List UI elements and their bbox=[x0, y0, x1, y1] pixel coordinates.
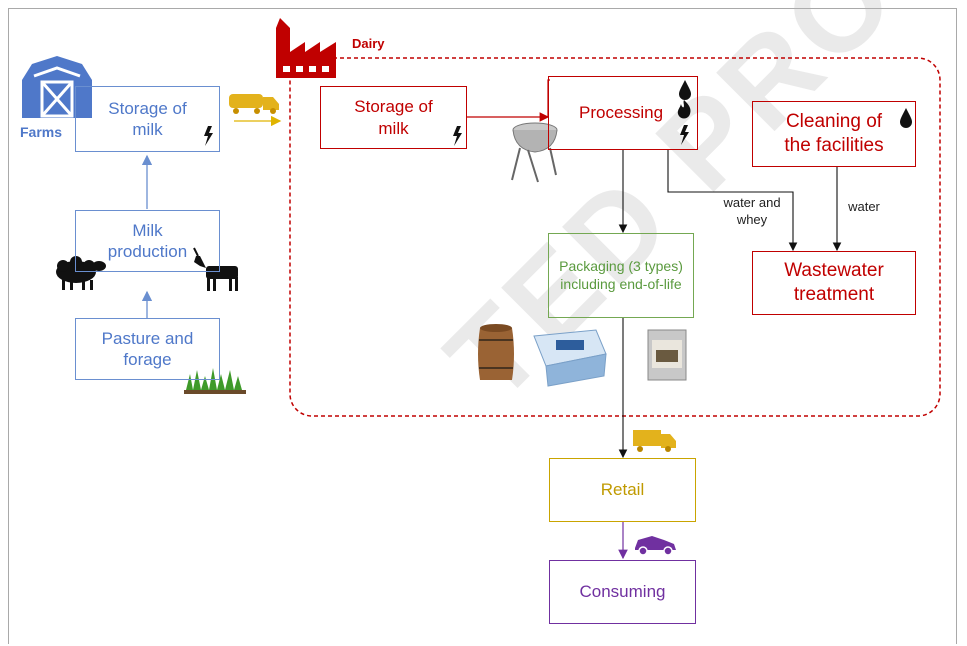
farm-storage-text: Storage of milk bbox=[108, 98, 187, 139]
processing-node: Processing bbox=[548, 76, 698, 150]
goat-icon bbox=[193, 247, 238, 291]
cleaning-node: Cleaning of the facilities bbox=[752, 101, 916, 167]
drop-icon bbox=[900, 108, 912, 128]
truck-icon bbox=[229, 94, 279, 114]
lightning-icon bbox=[204, 126, 213, 146]
dairy-storage-of-milk-node: Storage of milk bbox=[320, 86, 467, 149]
farm-storage-of-milk-node: Storage of milk bbox=[75, 86, 220, 152]
barn-icon bbox=[22, 56, 92, 118]
dairy-boundary bbox=[289, 57, 941, 417]
milk-production-text: Milk production bbox=[107, 220, 188, 261]
water-and-whey-label: water and whey bbox=[723, 195, 781, 227]
flame-icon bbox=[677, 100, 691, 119]
milk-production-node: Milk production bbox=[75, 210, 220, 272]
lightning-icon bbox=[453, 126, 462, 146]
retail-node: Retail bbox=[549, 458, 696, 522]
drop-icon bbox=[679, 80, 691, 100]
wastewater-node: Wastewater treatment bbox=[752, 251, 916, 315]
retail-text: Retail bbox=[600, 480, 645, 500]
consuming-text: Consuming bbox=[579, 582, 666, 602]
car-icon bbox=[635, 536, 676, 556]
lightning-icon bbox=[680, 125, 689, 145]
dairy-storage-text: Storage of milk bbox=[354, 97, 433, 138]
consuming-node: Consuming bbox=[549, 560, 696, 624]
packaging-text: Packaging (3 types) including end-of-lif… bbox=[559, 258, 683, 292]
vat-icon bbox=[511, 122, 558, 183]
dairy-label: Dairy bbox=[352, 36, 385, 51]
packaging-node: Packaging (3 types) including end-of-lif… bbox=[548, 233, 694, 318]
water-label: water bbox=[848, 199, 880, 214]
processing-text: Processing bbox=[579, 103, 664, 123]
cleaning-text: Cleaning of the facilities bbox=[784, 111, 884, 156]
truck-icon bbox=[633, 430, 676, 452]
sheep-icon bbox=[56, 256, 106, 290]
pasture-text: Pasture and forage bbox=[101, 328, 194, 369]
barrel-icon bbox=[478, 324, 514, 380]
wastewater-text: Wastewater treatment bbox=[784, 260, 884, 305]
pasture-node: Pasture and forage bbox=[75, 318, 220, 380]
tin-can-icon bbox=[647, 329, 687, 381]
factory-icon bbox=[276, 18, 336, 78]
cheese-box-icon bbox=[533, 329, 607, 387]
farms-label: Farms bbox=[20, 124, 63, 140]
